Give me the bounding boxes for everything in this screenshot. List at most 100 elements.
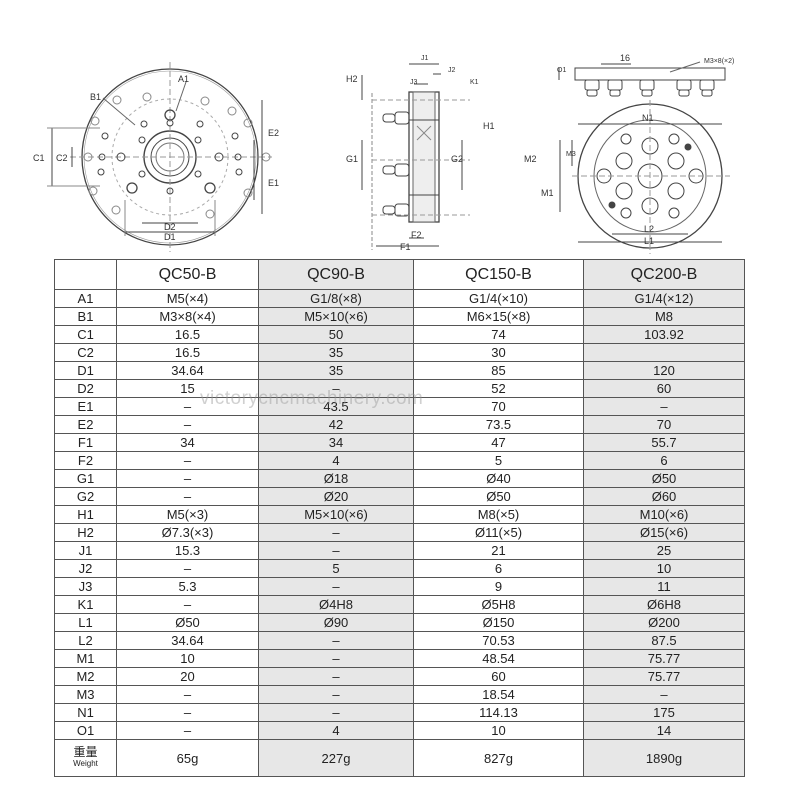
table-cell: – [258,649,414,668]
table-cell: 30 [413,343,584,362]
table-cell: – [116,685,259,704]
weight-cell: 827g [413,739,584,777]
table-cell: – [116,487,259,506]
table-cell: 103.92 [583,325,745,344]
weight-cell: 227g [258,739,414,777]
table-cell: – [116,595,259,614]
technical-drawings: A1 B1 C1 C2 D1 D2 E1 E2 J1 J2 J3 K1 H2 H… [0,0,800,258]
table-cell: G1/8(×8) [258,289,414,308]
table-cell: M8 [583,307,745,326]
table-cell: 6 [413,559,584,578]
table-cell: Ø90 [258,613,414,632]
label-16: 16 [620,53,630,63]
row-label: A1 [54,289,117,308]
table-cell: 52 [413,379,584,398]
row-label: M3 [54,685,117,704]
table-cell: Ø50 [413,487,584,506]
table-cell: M5(×3) [116,505,259,524]
table-cell: 5 [413,451,584,470]
label-screw: M3×8(×2) [704,58,734,65]
label-E2: E2 [268,128,279,138]
table-cell: – [583,685,745,704]
table-cell: – [258,631,414,650]
label-L2: L2 [644,224,654,234]
header-qc200: QC200-B [583,259,745,290]
table-cell: Ø18 [258,469,414,488]
label-E1: E1 [268,178,279,188]
table-cell: 60 [413,667,584,686]
row-label: H2 [54,523,117,542]
table-cell: Ø50 [583,469,745,488]
weight-label-en: Weight [73,759,98,768]
table-cell: Ø200 [583,613,745,632]
label-L1: L1 [644,236,654,246]
row-label: D1 [54,361,117,380]
table-cell: – [583,397,745,416]
front-view-drawing [47,62,272,252]
label-G2: G2 [451,154,463,164]
label-J1: J1 [421,55,429,62]
row-label: G2 [54,487,117,506]
table-cell: – [116,451,259,470]
table-cell: 60 [583,379,745,398]
table-cell: 5 [258,559,414,578]
table-cell: – [116,415,259,434]
table-cell: 34.64 [116,361,259,380]
label-O1: O1 [557,67,566,74]
table-cell: Ø11(×5) [413,523,584,542]
table-cell: 10 [413,721,584,740]
table-cell: – [116,703,259,722]
table-cell: M8(×5) [413,505,584,524]
row-label: L1 [54,613,117,632]
label-M1: M1 [541,188,554,198]
table-cell: – [258,685,414,704]
table-cell: – [258,703,414,722]
table-cell: 10 [116,649,259,668]
table-cell: 42 [258,415,414,434]
table-cell: 34.64 [116,631,259,650]
table-cell: 114.13 [413,703,584,722]
table-cell: – [116,559,259,578]
row-label: C1 [54,325,117,344]
row-label: K1 [54,595,117,614]
table-cell: 35 [258,343,414,362]
table-cell: 75.77 [583,667,745,686]
table-cell: 70.53 [413,631,584,650]
row-label: G1 [54,469,117,488]
table-cell: 34 [116,433,259,452]
row-label: M1 [54,649,117,668]
weight-cell: 65g [116,739,259,777]
label-D1: D1 [164,232,176,242]
table-cell: 11 [583,577,745,596]
table-cell: Ø7.3(×3) [116,523,259,542]
label-N1: N1 [642,113,654,123]
table-cell: 175 [583,703,745,722]
table-cell: – [258,577,414,596]
table-cell: Ø4H8 [258,595,414,614]
label-J2: J2 [448,67,456,74]
table-cell: – [258,667,414,686]
table-cell: 73.5 [413,415,584,434]
row-label: D2 [54,379,117,398]
header-qc50: QC50-B [116,259,259,290]
weight-label-zh: 重量 [73,745,98,759]
table-cell: 34 [258,433,414,452]
table-cell: – [116,469,259,488]
row-label: O1 [54,721,117,740]
row-label: J3 [54,577,117,596]
table-cell: 55.7 [583,433,745,452]
table-cell: Ø50 [116,613,259,632]
table-cell: 6 [583,451,745,470]
